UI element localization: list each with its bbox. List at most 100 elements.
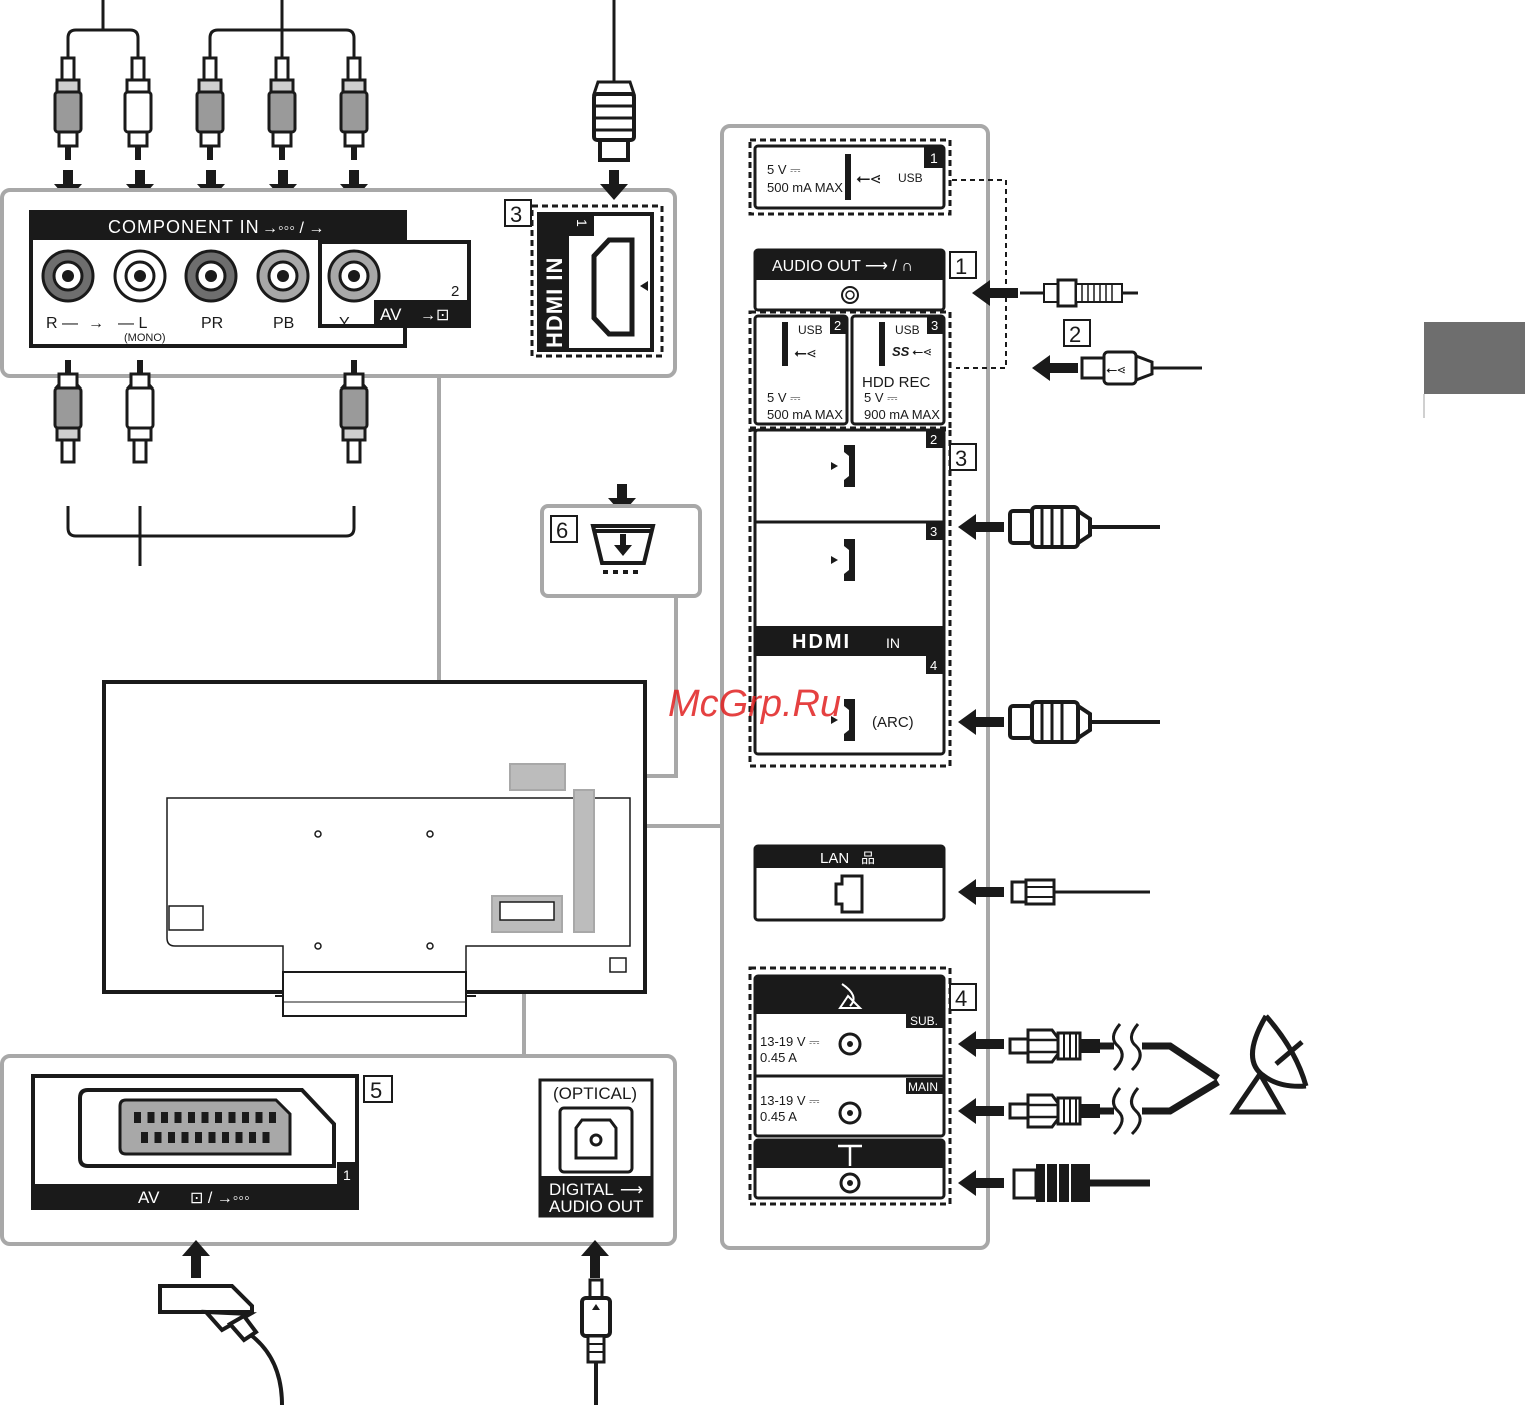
scart-pin [141,1132,148,1143]
audio-out-label: AUDIO OUT ⟶ / ∩ [772,258,913,275]
scart-box-number: 5 [370,1078,382,1103]
label-pb: PB [273,315,294,332]
hdmi-band-label: HDMI [792,631,851,653]
usb2-label: USB [798,323,823,337]
sat-cables [1100,1042,1220,1115]
tv-rear [102,376,722,1056]
scart-pin [208,1132,216,1143]
optical-port-icon [558,1106,634,1174]
scart-plug [158,1284,284,1405]
hdmi1-box-number: 3 [510,202,522,227]
hdmi-right-box-number: 3 [955,446,967,471]
hdmi4-number: 4 [930,658,937,673]
antenna-icon [838,1144,862,1166]
hdmi4-arc: (ARC) [872,714,914,731]
hdmi1-port-number: 1 [574,219,590,227]
antenna-connector [839,1172,861,1194]
optical-line2: AUDIO OUT [549,1197,643,1216]
usb-plug: ⭠⋖ [1080,350,1202,386]
usb2-number: 2 [834,318,841,333]
rca-jack-r [41,249,95,303]
watermark: McGrp.Ru [668,683,841,725]
section-tab [1424,322,1525,394]
sat-main-voltage: 13-19 V ⎓ [760,1093,820,1108]
scart-pin [174,1112,182,1123]
tv-zone-box6 [509,763,566,791]
download-icon [590,524,656,574]
av-label: AV [380,305,402,324]
satellite-box-number: 4 [955,986,967,1011]
scart-pin [181,1132,189,1143]
optical-plug [580,1278,612,1405]
usb2-voltage: 5 V ⎓ [767,390,801,405]
label-audio-in-icon: → [88,315,104,332]
rca-jack-y [327,249,381,303]
hdmi2-number: 2 [930,432,937,447]
rca-jack-pb [256,249,310,303]
label-l: — L [118,315,147,332]
hdmi3-number: 3 [930,524,937,539]
sat-main-connector [838,1101,862,1125]
mini-jack-plug [1020,278,1138,308]
scart-pin [222,1132,229,1143]
optical-top-label: (OPTICAL) [553,1084,637,1103]
component-header-bar [31,212,405,240]
scart-connector-icon [78,1088,336,1168]
sat-sub-label: SUB. [910,1014,938,1028]
usb1-section: 1 5 V ⎓ 500 mA MAX ⭠⋖ USB [748,138,952,216]
av-icon: →⊡ [420,307,449,324]
scart-pin [215,1112,222,1123]
lan-section: LAN 品 [753,844,1150,922]
scart-port-number: 1 [343,1167,351,1183]
hdmi1-plug [591,80,637,162]
usb3-number: 3 [931,318,938,333]
scart-label: AV [138,1188,160,1207]
network-icon: 品 [861,850,875,866]
hdmi2-port-icon [831,445,855,487]
hdmi1-section: 3 HDMI IN 1 [504,0,664,358]
usb3-current: 900 mA MAX [864,407,940,422]
scart-pin [147,1112,155,1123]
lan-label: LAN [820,850,849,867]
scart-pin [242,1112,249,1123]
usb3-voltage: 5 V ⎓ [864,390,898,405]
sat-main-label: MAIN [908,1080,938,1094]
sat-sub-connector [838,1032,862,1056]
cable-break-marks [1112,1023,1142,1136]
coax-plug [1012,1164,1150,1202]
scart-pin [188,1112,195,1123]
hdmi1-vertical-label: HDMI IN [542,257,567,348]
scart-pin [154,1132,162,1143]
usb1-label: USB [898,171,923,185]
component-header-icons: →◦◦◦ / → [262,220,324,237]
side-panel: 1 5 V ⎓ 500 mA MAX ⭠⋖ USB AUDIO OUT ⟶ / … [720,124,1309,1250]
usb1-current: 500 mA MAX [767,180,843,195]
component-top-cables [66,0,356,60]
box6-number: 6 [556,518,568,543]
scart-pin [249,1132,256,1143]
usb-icon: ⭠⋖ [856,168,881,188]
scart-pin [255,1112,263,1123]
usb2-icon: ⭠⋖ [794,345,816,362]
lan-port-icon [834,874,864,914]
usb1-voltage: 5 V ⎓ [767,162,801,177]
scart-icons: ⊡ / →◦◦◦ [190,1190,250,1207]
scart-pin [201,1112,209,1123]
scart-pin [195,1132,202,1143]
component-header: COMPONENT IN [108,217,260,237]
svg-text:⭠⋖: ⭠⋖ [1106,361,1125,377]
label-mono: (MONO) [124,332,166,344]
label-r: R — [46,315,78,332]
av-number: 2 [451,283,459,300]
satellite-section: SUB. MAIN 13-19 V ⎓ 0.45 A 13-19 V ⎓ 0.4… [748,966,1309,1206]
scart-pin [134,1112,141,1123]
lan-plug [1010,878,1150,906]
scart-pin [161,1112,168,1123]
hdmi-band-suffix: IN [886,635,900,651]
sat-main-current: 0.45 A [760,1109,797,1124]
scart-pin [262,1132,270,1143]
label-pr: PR [201,315,223,332]
usb1-number: 1 [930,150,938,166]
usb23-section: 2 3 USB USB ⭠⋖ SS ⭠⋖ HDD REC 5 V ⎓ 500 m… [748,310,1202,430]
